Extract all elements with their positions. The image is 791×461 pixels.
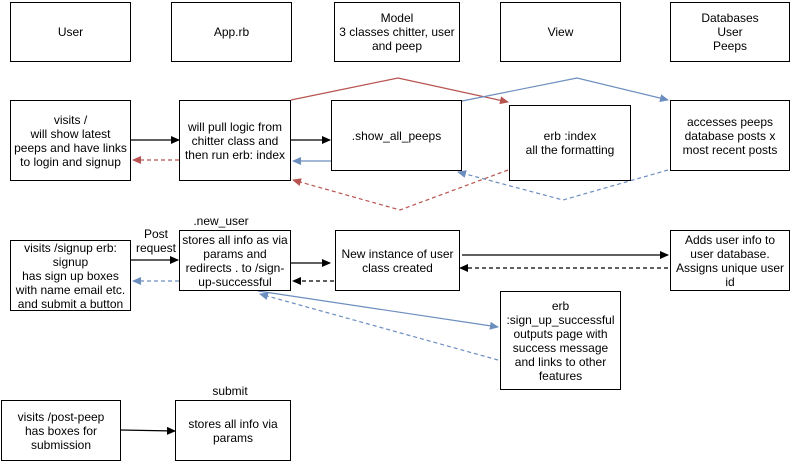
user-post-text: visits /post-peep has boxes for submissi… — [17, 409, 105, 452]
user-visit-text: visits / will show latest peeps and have… — [14, 112, 127, 169]
db-access-box: accesses peeps database posts x most rec… — [670, 100, 790, 171]
arrow-db-to-model-blue-dashed — [457, 169, 669, 201]
user-signup-text: visits /signup erb: signup has sign up b… — [15, 240, 126, 311]
header-model: Model 3 classes chitter, user and peep — [334, 2, 460, 62]
user-visit-box: visits / will show latest peeps and have… — [10, 100, 131, 181]
view-success-text: erb :sign_up_successful outputs page wit… — [506, 298, 615, 383]
header-databases-text: Databases User Peeps — [701, 11, 759, 53]
db-access-text: accesses peeps database posts x most rec… — [682, 114, 778, 157]
arrow-app-to-view-red — [290, 77, 509, 105]
arrow-view-to-app-red-dashed — [292, 169, 509, 211]
submit-label: submit — [212, 384, 248, 398]
arrow-view-success-to-app-blue-dashed — [259, 292, 499, 361]
model-method-text: .show_all_peeps — [351, 128, 442, 143]
db-add-text: Adds user info to user database. Assigns… — [675, 232, 785, 289]
header-user-text: User — [57, 25, 84, 39]
model-instance-text: New instance of user class created — [341, 246, 454, 275]
db-add-box: Adds user info to user database. Assigns… — [670, 230, 790, 291]
app-logic-box: will pull logic from chitter class and t… — [179, 100, 291, 181]
user-post-box: visits /post-peep has boxes for submissi… — [1, 400, 121, 461]
header-view: View — [500, 2, 621, 62]
app-logic-text: will pull logic from chitter class and t… — [184, 119, 286, 162]
header-view-text: View — [547, 25, 574, 39]
app-store-text: stores all info as via params and redire… — [182, 232, 288, 289]
header-app: App.rb — [171, 2, 292, 62]
user-signup-box: visits /signup erb: signup has sign up b… — [10, 240, 131, 311]
header-databases: Databases User Peeps — [670, 2, 790, 62]
model-instance-box: New instance of user class created — [335, 230, 460, 291]
arrow-model-to-db-blue — [461, 77, 669, 103]
app-store-box: stores all info as via params and redire… — [179, 230, 291, 291]
view-erb-box: erb :index all the formatting — [509, 105, 631, 181]
header-model-text: Model 3 classes chitter, user and peep — [339, 11, 455, 53]
app-store-peep-text: stores all info via params — [188, 416, 278, 445]
arrow-post-to-app — [120, 426, 176, 435]
arrow-app-to-view-success-blue — [257, 290, 499, 330]
post-request-label: Post request — [135, 227, 177, 255]
header-user: User — [10, 2, 131, 62]
new-user-label: .new_user — [193, 214, 249, 228]
header-app-text: App.rb — [213, 25, 250, 39]
model-method-box: .show_all_peeps — [331, 100, 462, 171]
view-success-box: erb :sign_up_successful outputs page wit… — [500, 291, 621, 390]
view-erb-text: erb :index all the formatting — [525, 129, 615, 157]
app-store-peep-box: stores all info via params — [175, 400, 291, 461]
